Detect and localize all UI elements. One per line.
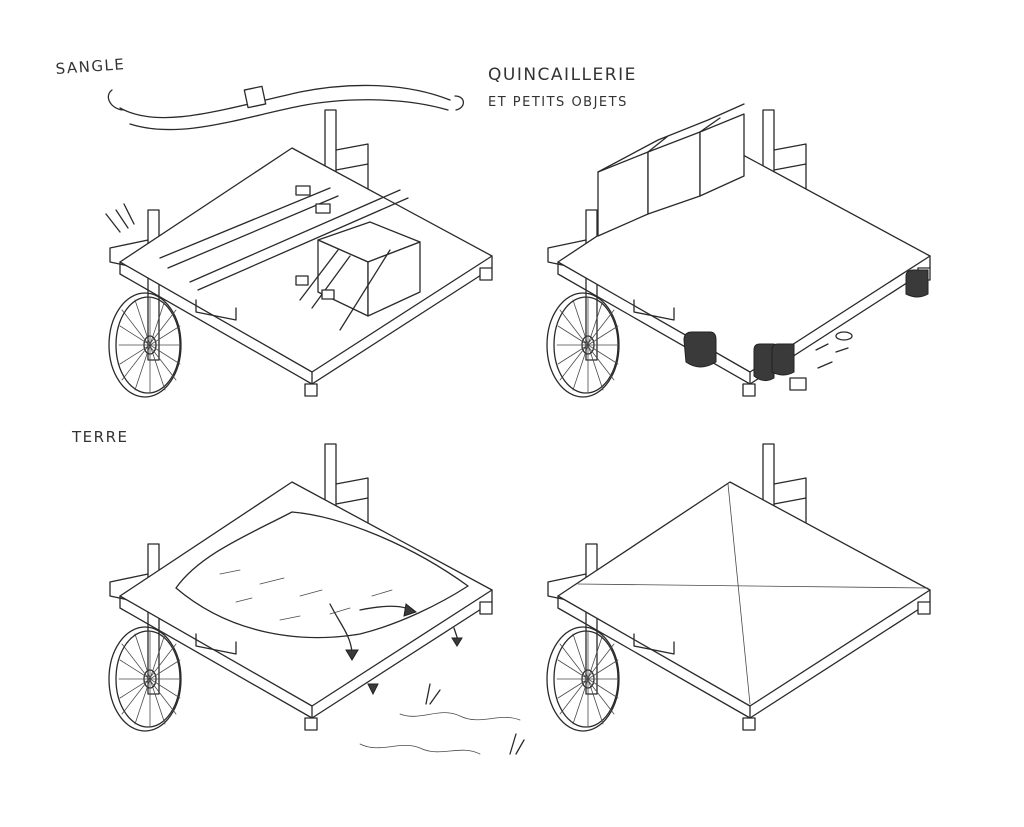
cart-terre <box>108 443 493 732</box>
label-terre: TERRE <box>71 428 128 446</box>
panel-sangle <box>105 84 493 398</box>
box <box>295 221 421 331</box>
bins <box>597 103 745 237</box>
panel-empty <box>546 443 931 732</box>
panel-quincaillerie <box>546 103 931 398</box>
label-petits-objets: ET PETITS OBJETS <box>488 95 628 110</box>
label-sangle: SANGLE <box>55 55 126 78</box>
cart-sangle <box>108 109 493 398</box>
panel-terre <box>108 443 525 755</box>
strap-illustration <box>107 84 465 131</box>
label-quincaillerie: QUINCAILLERIE <box>488 65 637 85</box>
